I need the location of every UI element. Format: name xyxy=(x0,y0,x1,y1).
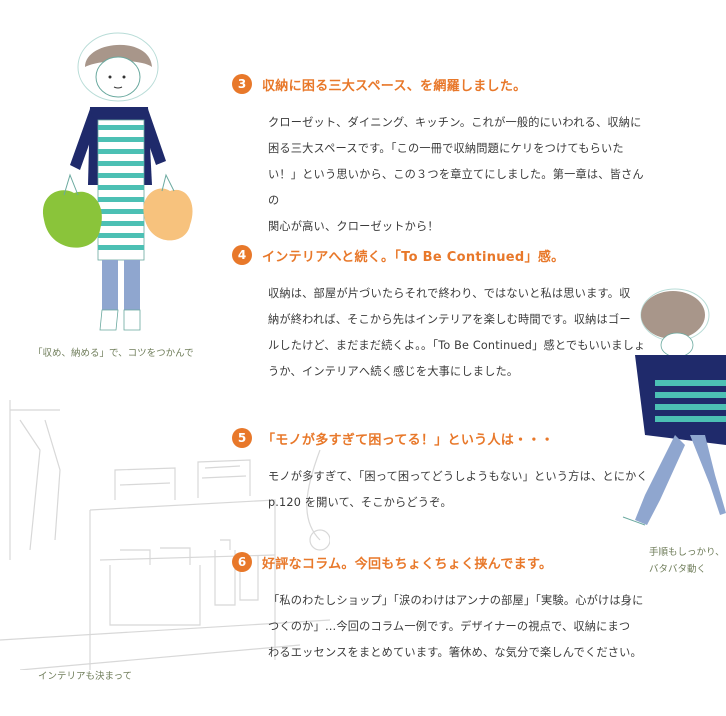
section-number-badge: 5 xyxy=(232,428,252,448)
section-number-badge: 4 xyxy=(232,245,252,265)
section-number-badge: 6 xyxy=(232,552,252,572)
section-body: 「私のわたしショップ」「涙のわけはアンナの部屋」「実験。心がけは身に つくのか」… xyxy=(268,588,650,666)
left-figure-caption: 「収め、納める」で、コツをつかんで xyxy=(33,348,194,359)
body-line: つくのか」…今回のコラム一例です。デザイナーの視点で、収納にまつ xyxy=(268,620,631,633)
body-line: モノが多すぎて、「困って困ってどうしようもない」という方は、とにかく xyxy=(268,470,648,483)
body-line: わるエッセンスをまとめています。箸休め、な気分で楽しんでください。 xyxy=(268,646,642,659)
section-body: 収納は、部屋が片づいたらそれで終わり、ではないと私は思います。収 納が終われば、… xyxy=(268,281,650,385)
section-6-heading: 6 好評なコラム。今回もちょくちょく挟んでます。 xyxy=(232,550,662,574)
body-line: 関心が高い、クローゼットから！ xyxy=(268,220,439,233)
section-5-heading: 5 「モノが多すぎて困ってる！」という人は・・・ xyxy=(232,426,662,450)
section-title: 「モノが多すぎて困ってる！」という人は・・・ xyxy=(262,432,554,448)
bottom-figure-caption: インテリアも決まって xyxy=(38,671,133,682)
section-6: 6 好評なコラム。今回もちょくちょく挟んでます。 「私のわたしショップ」「涙のわ… xyxy=(232,550,662,666)
section-body: クローゼット、ダイニング、キッチン。これが一般的にいわれる、収納に 困る三大スペ… xyxy=(268,110,650,240)
body-line: 「私のわたしショップ」「涙のわけはアンナの部屋」「実験。心がけは身に xyxy=(268,594,644,607)
body-line: クローゼット、ダイニング、キッチン。これが一般的にいわれる、収納に xyxy=(268,116,642,129)
section-body: モノが多すぎて、「困って困ってどうしようもない」という方は、とにかく p.120… xyxy=(268,464,650,516)
section-5: 5 「モノが多すぎて困ってる！」という人は・・・ モノが多すぎて、「困って困って… xyxy=(232,426,662,516)
right-figure-caption-line2: バタバタ動く xyxy=(649,564,707,575)
section-4-heading: 4 インテリアへと続く。「To Be Continued」感。 xyxy=(232,243,662,267)
section-title: 好評なコラム。今回もちょくちょく挟んでます。 xyxy=(262,556,553,572)
section-4: 4 インテリアへと続く。「To Be Continued」感。 収納は、部屋が片… xyxy=(232,243,662,385)
body-line: うか、インテリアへ続く感じを大事にしました。 xyxy=(268,365,519,378)
section-3: 3 収納に困る三大スペース、を網羅しました。 クローゼット、ダイニング、キッチン… xyxy=(232,72,662,240)
body-line: p.120 を開いて、そこからどうぞ。 xyxy=(268,496,452,509)
body-line: 収納は、部屋が片づいたらそれで終わり、ではないと私は思います。収 xyxy=(268,287,631,300)
right-figure-caption-line1: 手順もしっかり、 xyxy=(649,547,725,558)
section-number-badge: 3 xyxy=(232,74,252,94)
body-line: 納が終われば、そこから先はインテリアを楽しむ時間です。収納はゴー xyxy=(268,313,631,326)
section-title: 収納に困る三大スペース、を網羅しました。 xyxy=(262,78,527,94)
body-line: ルしたけど、まだまだ続くよ。。「To Be Continued」感とでもいいまし… xyxy=(268,339,646,352)
interior-shelf-illustration xyxy=(0,400,330,670)
section-title: インテリアへと続く。「To Be Continued」感。 xyxy=(262,249,565,265)
running-person-illustration xyxy=(622,288,726,526)
woman-with-bags-illustration xyxy=(42,32,193,331)
body-line: 困る三大スペースです。「この一冊で収納問題にケリをつけてもらいた xyxy=(268,142,624,155)
body-line: い！」という思いから、この３つを章立てにしました。第一章は、皆さんの xyxy=(268,168,644,207)
section-3-heading: 3 収納に困る三大スペース、を網羅しました。 xyxy=(232,72,662,96)
